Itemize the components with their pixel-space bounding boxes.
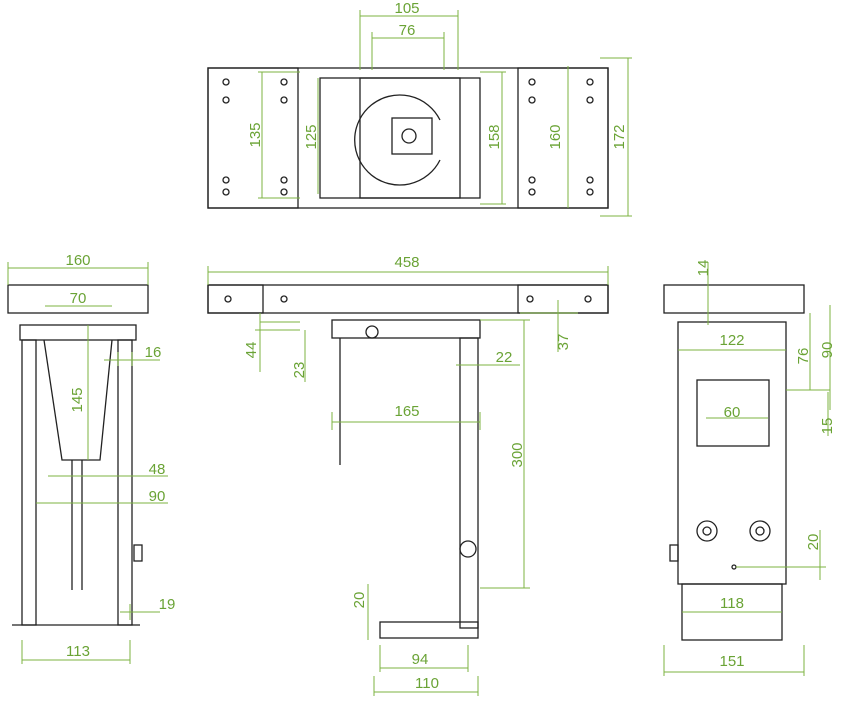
dim-top-158: 158 [486,124,503,149]
dim-left-19: 19 [159,596,176,613]
dim-right-15: 15 [819,418,836,435]
dim-top-76: 76 [399,22,416,39]
dim-front-20: 20 [351,592,368,609]
dim-front-37: 37 [555,334,572,351]
dim-front-44: 44 [243,342,260,359]
dim-top-160: 160 [547,124,564,149]
dim-front-165: 165 [394,403,419,420]
dim-right-76: 76 [795,348,812,365]
dim-left-70: 70 [70,290,87,307]
dim-right-151: 151 [719,653,744,670]
dim-right-60: 60 [724,404,741,421]
dim-right-90: 90 [819,342,836,359]
dim-right-118: 118 [720,595,744,612]
dim-front-94: 94 [412,651,429,668]
dim-top-105: 105 [394,0,419,17]
top-view: 105 76 135 125 158 160 172 [207,0,632,217]
dim-left-90: 90 [149,488,166,505]
dim-right-20: 20 [805,534,822,551]
dim-right-14: 14 [695,260,712,277]
dim-left-16: 16 [145,344,162,361]
dim-left-48: 48 [149,461,166,478]
dim-front-110: 110 [415,675,439,692]
dim-right-122: 122 [719,332,744,349]
front-view: 458 44 23 22 37 165 300 20 94 110 [207,254,609,696]
right-side-view: 14 122 76 90 60 15 20 118 151 [663,260,836,676]
dim-top-135: 135 [247,122,264,147]
dim-top-172: 172 [611,124,628,149]
dim-left-113: 113 [66,643,90,660]
dim-front-458: 458 [394,254,419,271]
dim-front-22: 22 [496,349,513,366]
left-side-view: 160 70 16 145 48 90 19 113 [7,252,176,664]
dim-left-160: 160 [65,252,90,269]
dim-front-23: 23 [291,362,308,379]
dim-top-125: 125 [303,124,320,149]
dim-front-300: 300 [509,442,526,467]
dim-left-145: 145 [69,387,86,412]
